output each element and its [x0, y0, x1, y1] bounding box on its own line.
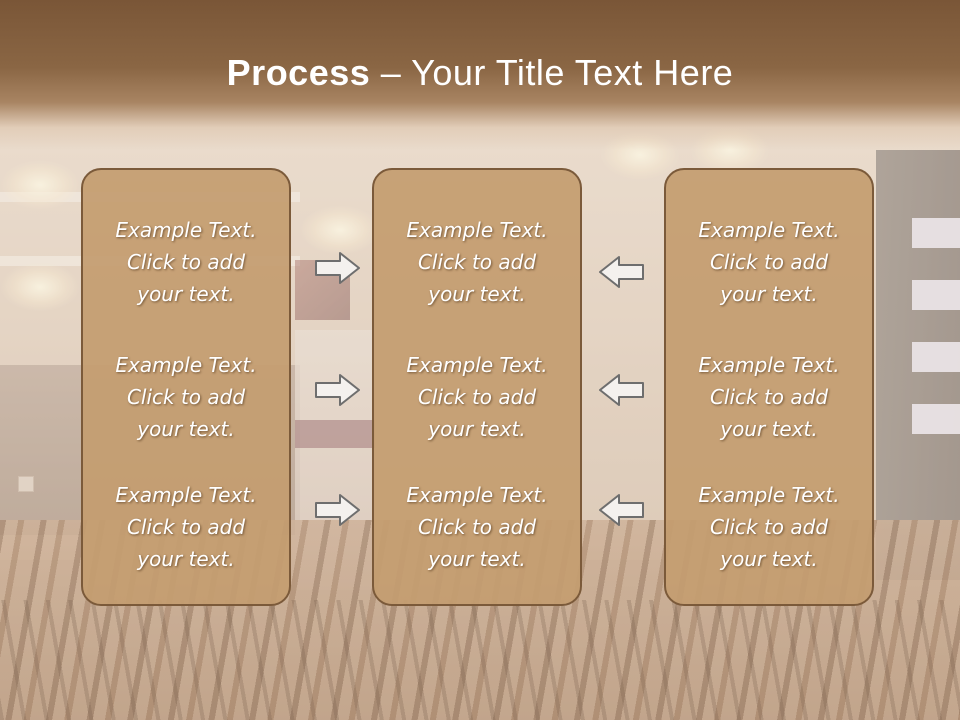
text-placeholder[interactable]: Example Text. Click to add your text. — [666, 349, 872, 445]
arrow-right-icon — [314, 492, 362, 528]
placeholder-line: your text. — [137, 547, 235, 571]
background-outlet — [18, 476, 34, 492]
placeholder-line: Example Text. — [406, 218, 548, 242]
slide-title-bold: Process — [226, 52, 371, 93]
placeholder-line: your text. — [428, 282, 526, 306]
text-placeholder[interactable]: Example Text. Click to add your text. — [374, 479, 580, 575]
slide-title-rest: – Your Title Text Here — [370, 52, 734, 93]
process-column-right: Example Text. Click to add your text. Ex… — [664, 168, 874, 606]
text-placeholder[interactable]: Example Text. Click to add your text. — [83, 479, 289, 575]
placeholder-line: your text. — [720, 417, 818, 441]
placeholder-line: your text. — [137, 417, 235, 441]
placeholder-line: Click to add — [709, 250, 829, 274]
text-placeholder[interactable]: Example Text. Click to add your text. — [666, 214, 872, 310]
text-placeholder[interactable]: Example Text. Click to add your text. — [83, 214, 289, 310]
placeholder-line: Example Text. — [406, 353, 548, 377]
background-door-glass — [912, 218, 960, 248]
placeholder-line: Click to add — [126, 385, 246, 409]
text-placeholder[interactable]: Example Text. Click to add your text. — [374, 214, 580, 310]
placeholder-line: Example Text. — [115, 218, 257, 242]
title-bar — [0, 0, 960, 150]
background-light — [300, 205, 380, 255]
text-placeholder[interactable]: Example Text. Click to add your text. — [374, 349, 580, 445]
placeholder-line: your text. — [428, 547, 526, 571]
process-column-left: Example Text. Click to add your text. Ex… — [81, 168, 291, 606]
arrow-right-icon — [314, 250, 362, 286]
slide-title[interactable]: Process – Your Title Text Here — [0, 52, 960, 94]
placeholder-line: Example Text. — [698, 353, 840, 377]
arrow-left-icon — [597, 492, 645, 528]
background-light — [0, 262, 80, 312]
placeholder-line: your text. — [137, 282, 235, 306]
text-placeholder[interactable]: Example Text. Click to add your text. — [83, 349, 289, 445]
background-door-glass — [912, 280, 960, 310]
arrow-left-icon — [597, 254, 645, 290]
background-bed-runner — [295, 420, 375, 448]
background-door-glass — [912, 342, 960, 372]
arrow-right-icon — [314, 372, 362, 408]
placeholder-line: Click to add — [126, 250, 246, 274]
background-door-glass — [912, 404, 960, 434]
placeholder-line: Click to add — [417, 515, 537, 539]
placeholder-line: your text. — [720, 547, 818, 571]
placeholder-line: Example Text. — [698, 218, 840, 242]
placeholder-line: Example Text. — [698, 483, 840, 507]
placeholder-line: your text. — [720, 282, 818, 306]
placeholder-line: Click to add — [709, 385, 829, 409]
placeholder-line: Example Text. — [115, 483, 257, 507]
background-floor-planks — [0, 600, 960, 720]
background-light — [0, 160, 80, 210]
process-column-middle: Example Text. Click to add your text. Ex… — [372, 168, 582, 606]
placeholder-line: Click to add — [709, 515, 829, 539]
placeholder-line: Example Text. — [406, 483, 548, 507]
text-placeholder[interactable]: Example Text. Click to add your text. — [666, 479, 872, 575]
placeholder-line: Click to add — [417, 385, 537, 409]
placeholder-line: your text. — [428, 417, 526, 441]
placeholder-line: Click to add — [126, 515, 246, 539]
placeholder-line: Example Text. — [115, 353, 257, 377]
arrow-left-icon — [597, 372, 645, 408]
placeholder-line: Click to add — [417, 250, 537, 274]
